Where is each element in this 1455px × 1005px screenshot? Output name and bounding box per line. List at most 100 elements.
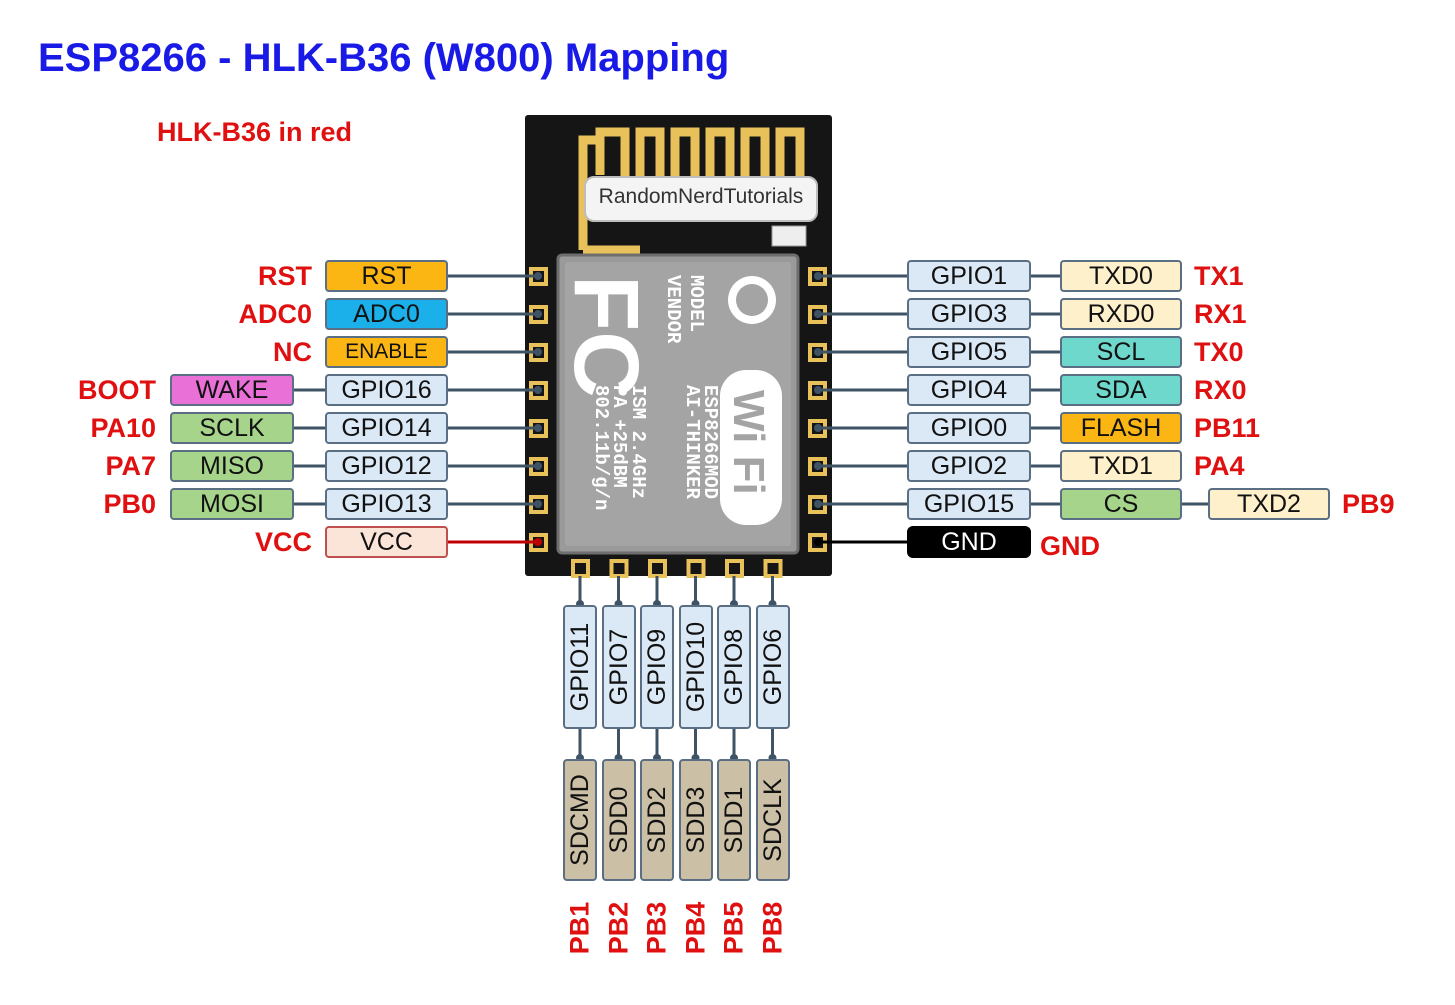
shield-text-line: PA +25dBM (608, 385, 630, 488)
pin-connector-dot (534, 272, 542, 280)
pin-sda: SDA (1060, 374, 1182, 406)
pin-sdclk: SDCLK (755, 759, 790, 881)
hlk-label-adc0: ADC0 (238, 299, 312, 329)
antenna-trace (578, 127, 805, 255)
pin-wake: WAKE (170, 374, 294, 406)
pin-rxd0: RXD0 (1060, 298, 1182, 330)
hlk-label-rx1: RX1 (1194, 299, 1247, 329)
espressif-logo-inner (736, 284, 768, 316)
pin-gpio10: GPIO10 (678, 605, 713, 729)
pin-gpio14: GPIO14 (325, 412, 448, 444)
pin-enable: ENABLE (325, 336, 448, 368)
shield-text-line: ESP8266MOD (699, 385, 721, 499)
pin-label: SDD1 (720, 786, 748, 854)
page-title: ESP8266 - HLK-B36 (W800) Mapping (38, 36, 730, 80)
pin-connector-dot (534, 310, 542, 318)
fcc-mark: FC (555, 275, 657, 398)
shield-text-line: ISM 2.4GHz (627, 385, 649, 499)
shield-text-line: VENDOR (662, 275, 684, 344)
hlk-label-rst: RST (258, 261, 312, 291)
pin-gpio5: GPIO5 (907, 336, 1031, 368)
pin-txd0: TXD0 (1060, 260, 1182, 292)
pin-miso: MISO (170, 450, 294, 482)
pin-connector-dot (534, 500, 542, 508)
pin-label: GPIO7 (604, 628, 633, 706)
hlk-label-pa7: PA7 (105, 451, 156, 481)
hlk-label-nc: NC (273, 337, 312, 367)
pin-gpio7: GPIO7 (601, 605, 636, 729)
wifi-logo-text: Wi Fi (724, 390, 773, 495)
pin-gpio6: GPIO6 (755, 605, 790, 729)
pin-gpio0: GPIO0 (907, 412, 1031, 444)
hlk-label-text: PB3 (641, 901, 672, 955)
pin-sdd2: SDD2 (640, 759, 674, 881)
pin-label: SDCLK (758, 778, 787, 862)
pin-label: GPIO8 (720, 628, 748, 706)
pin-label: SDD0 (604, 786, 633, 854)
pin-sdd0: SDD0 (601, 759, 636, 881)
hlk-label-text: PB8 (757, 901, 787, 955)
shield-text-line: 802.11b/g/n (590, 385, 612, 510)
pin-label: SDD2 (643, 786, 671, 854)
hlk-label-text: PB4 (680, 901, 710, 955)
hlk-label-pa10: PA10 (90, 413, 156, 443)
hlk-label-gnd: GND (1040, 531, 1100, 561)
pin-sdcmd: SDCMD (563, 759, 597, 881)
pin-scl: SCL (1060, 336, 1182, 368)
pin-label: GPIO10 (681, 621, 710, 713)
pin-sdd1: SDD1 (717, 759, 751, 881)
pin-gpio1: GPIO1 (907, 260, 1031, 292)
pin-connector-dot (534, 538, 542, 546)
pin-gpio13: GPIO13 (325, 488, 448, 520)
pin-gpio3: GPIO3 (907, 298, 1031, 330)
pin-gpio9: GPIO9 (640, 605, 674, 729)
pin-txd2: TXD2 (1208, 488, 1330, 520)
smd-component (771, 225, 807, 247)
hlk-label-pb3: PB3 (641, 893, 673, 963)
pin-gpio8: GPIO8 (717, 605, 751, 729)
shield-text-line: AI-THINKER (681, 385, 703, 500)
shield-text-line: MODEL (685, 275, 707, 332)
pin-mosi: MOSI (170, 488, 294, 520)
hlk-label-pa4: PA4 (1194, 451, 1245, 481)
pin-connector-dot (534, 424, 542, 432)
hlk-label-vcc: VCC (254, 527, 312, 557)
hlk-label-pb9: PB9 (1342, 489, 1395, 519)
pin-flash: FLASH (1060, 412, 1182, 444)
hlk-label-pb1: PB1 (564, 893, 596, 963)
pin-sdd3: SDD3 (678, 759, 713, 881)
hlk-label-text: PB2 (603, 901, 633, 955)
hlk-label-pb8: PB8 (757, 893, 789, 963)
hlk-label-boot: BOOT (78, 375, 156, 405)
pin-gpio16: GPIO16 (325, 374, 448, 406)
hlk-label-pb2: PB2 (603, 893, 635, 963)
pin-label: GPIO9 (643, 628, 671, 706)
brand-label: RandomNerdTutorials (584, 176, 818, 222)
pin-gpio11: GPIO11 (563, 605, 597, 729)
hlk-label-tx0: TX0 (1194, 337, 1244, 367)
pin-connector-dot (534, 462, 542, 470)
pin-gpio4: GPIO4 (907, 374, 1031, 406)
pin-gpio15: GPIO15 (907, 488, 1031, 520)
pin-connector-dot (534, 348, 542, 356)
pin-label: SDD3 (681, 786, 710, 854)
legend-note: HLK-B36 in red (157, 117, 353, 147)
hlk-label-pb4: PB4 (680, 893, 712, 963)
pin-gpio2: GPIO2 (907, 450, 1031, 482)
pin-vcc: VCC (325, 526, 448, 558)
hlk-label-rx0: RX0 (1194, 375, 1247, 405)
pin-sclk: SCLK (170, 412, 294, 444)
hlk-label-tx1: TX1 (1194, 261, 1244, 291)
hlk-label-pb5: PB5 (718, 893, 750, 963)
pin-label: GPIO11 (566, 622, 594, 712)
hlk-label-text: PB5 (718, 901, 749, 955)
pin-gnd: GND (907, 526, 1031, 558)
pin-txd1: TXD1 (1060, 450, 1182, 482)
pin-adc0: ADC0 (325, 298, 448, 330)
wifi-logo (720, 370, 782, 525)
pin-label: GPIO6 (758, 628, 787, 706)
hlk-label-pb0: PB0 (103, 489, 156, 519)
hlk-label-text: PB1 (564, 901, 595, 955)
pin-label: SDCMD (566, 774, 594, 866)
pin-cs: CS (1060, 488, 1182, 520)
